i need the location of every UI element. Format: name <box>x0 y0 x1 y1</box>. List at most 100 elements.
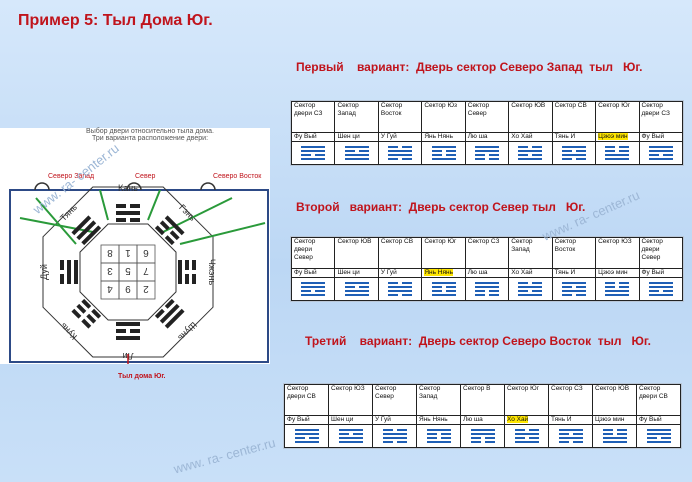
star-name-cell: Янь Нянь <box>421 268 466 278</box>
star-name: Хо Хай <box>511 269 533 277</box>
star-name: Шен ци <box>331 416 354 424</box>
solid-line-icon <box>301 294 326 296</box>
solid-line-icon <box>561 154 586 156</box>
sector-cell: Сектор двери Север <box>638 237 683 269</box>
door-line <box>35 197 77 245</box>
solid-line-icon <box>431 282 456 284</box>
broken-line-icon <box>518 282 543 284</box>
lo-shu-number: 4 <box>107 283 113 294</box>
sector-cell: Сектор Восток <box>551 237 597 269</box>
solid-line-icon <box>514 441 539 443</box>
broken-line-icon <box>388 294 413 296</box>
solid-line-icon <box>648 158 673 160</box>
house-outline <box>9 189 269 363</box>
star-name-cell: Лю ша <box>460 415 505 425</box>
star-name-cell: У Гуй <box>372 415 417 425</box>
solid-line-icon <box>301 286 326 288</box>
sector-cell: Сектор ЮВ <box>334 237 379 269</box>
trigram-label: Кань <box>118 183 138 193</box>
sector-cell: Сектор В <box>460 384 505 416</box>
broken-line-icon <box>294 437 319 439</box>
trigram-icon <box>116 322 140 340</box>
star-name: Янь Нянь <box>419 416 448 424</box>
trigram-icon <box>178 260 196 284</box>
solid-line-icon <box>388 150 413 152</box>
broken-line-icon <box>518 146 543 148</box>
solid-line-icon <box>648 150 673 152</box>
broken-line-icon <box>561 294 586 296</box>
sector-cell: Сектор Юз <box>421 101 466 133</box>
star-name-cell: Фу Вый <box>284 415 329 425</box>
back-label: Тыл дома Юг. <box>118 373 166 380</box>
broken-line-icon <box>605 282 630 284</box>
star-name-cell: Лю ша <box>464 132 510 142</box>
broken-line-icon <box>344 286 369 288</box>
lo-shu-number: 8 <box>107 247 113 258</box>
star-name: Цзюэ мин <box>598 269 628 277</box>
star-name-cell: Шен ци <box>334 268 379 278</box>
solid-line-icon <box>605 294 630 296</box>
star-name: Шен ци <box>337 269 360 277</box>
broken-line-icon <box>431 290 456 292</box>
solid-line-icon <box>344 294 369 296</box>
broken-line-icon <box>388 158 413 160</box>
solid-line-icon <box>301 282 326 284</box>
broken-line-icon <box>602 433 627 435</box>
solid-line-icon <box>558 429 583 431</box>
solid-line-icon <box>605 158 630 160</box>
trigram-icon <box>154 298 185 329</box>
hexagram-cell <box>551 141 597 165</box>
star-name-cell: Хо Хай <box>508 132 553 142</box>
star-name-cell: Тянь И <box>551 268 597 278</box>
star-name: Хо Хай <box>507 416 529 423</box>
star-name-cell: Цзюэ мин <box>595 132 640 142</box>
door-label-northwest: Северо Запад <box>48 173 95 180</box>
solid-line-icon <box>602 441 627 443</box>
star-name: Лю ша <box>467 133 488 141</box>
door-icon <box>200 182 216 191</box>
hexagram-cell <box>592 424 637 448</box>
hexagram-cell <box>464 141 510 165</box>
star-name: Фу Вый <box>641 133 665 141</box>
broken-line-icon <box>646 437 671 439</box>
solid-line-icon <box>294 429 319 431</box>
broken-line-icon <box>648 290 673 292</box>
solid-line-icon <box>646 433 671 435</box>
broken-line-icon <box>431 150 456 152</box>
solid-line-icon <box>561 290 586 292</box>
star-name: Янь Нянь <box>424 133 453 141</box>
solid-line-icon <box>470 433 495 435</box>
sector-cell: Сектор ЮЗ <box>328 384 373 416</box>
sector-cell: Сектор Юг <box>421 237 466 269</box>
solid-line-icon <box>518 294 543 296</box>
solid-line-icon <box>646 429 671 431</box>
lo-shu-number: 7 <box>143 265 149 276</box>
hexagram-cell <box>421 141 466 165</box>
lo-shu-number: 3 <box>107 265 113 276</box>
broken-line-icon <box>474 294 499 296</box>
solid-line-icon <box>344 290 369 292</box>
sector-cell: Сектор Север <box>372 384 417 416</box>
solid-line-icon <box>474 146 499 148</box>
star-name: Тянь И <box>551 416 572 424</box>
solid-line-icon <box>301 146 326 148</box>
solid-line-icon <box>474 286 499 288</box>
hexagram-cell <box>334 141 379 165</box>
solid-line-icon <box>344 154 369 156</box>
door-icon <box>126 182 142 191</box>
star-name-cell: У Гуй <box>377 268 423 278</box>
sector-cell: Сектор СВ <box>377 237 423 269</box>
sector-cell: Сектор двери СВ <box>636 384 681 416</box>
hexagram-cell <box>377 141 423 165</box>
variant-3-label: Третий вариант: Дверь сектор Северо Вост… <box>305 334 652 348</box>
broken-line-icon <box>431 154 456 156</box>
star-name-cell: Фу Вый <box>290 132 336 142</box>
solid-line-icon <box>294 433 319 435</box>
door-line <box>147 189 161 221</box>
solid-line-icon <box>431 294 456 296</box>
broken-line-icon <box>474 290 499 292</box>
star-name: Тянь И <box>554 133 576 141</box>
solid-line-icon <box>602 437 627 439</box>
